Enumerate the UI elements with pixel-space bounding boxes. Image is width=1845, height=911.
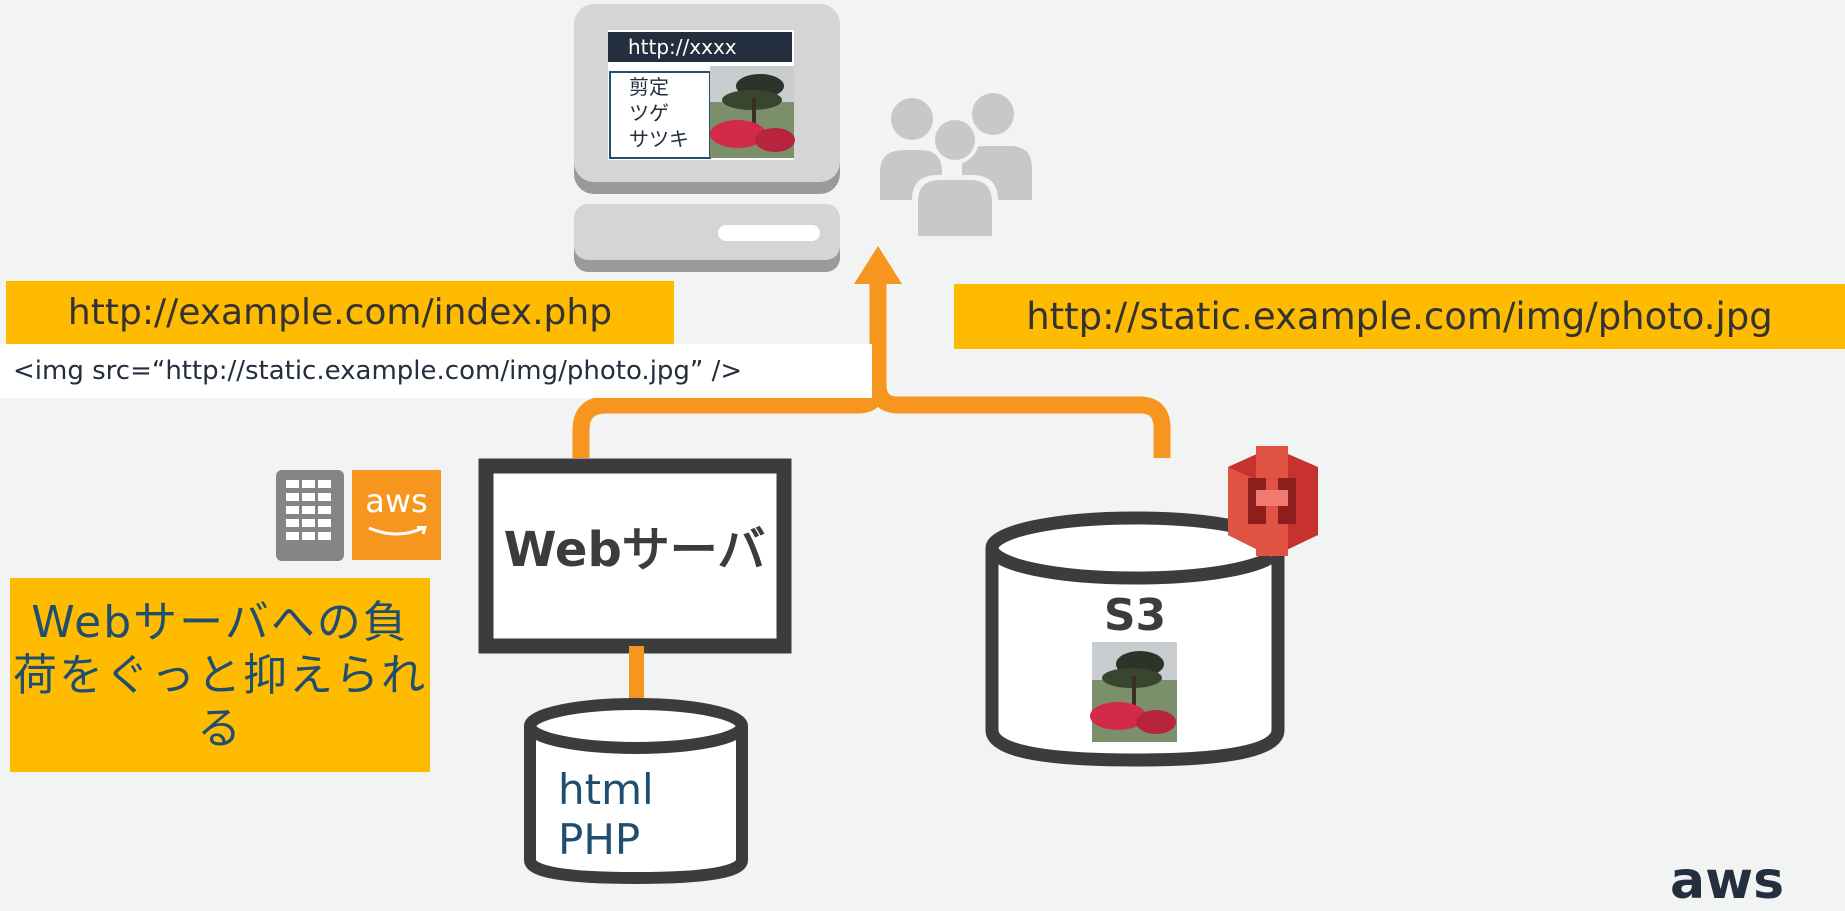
database-cylinder xyxy=(524,698,748,885)
arrow-from-s3 xyxy=(869,384,1171,458)
page-menu-box xyxy=(609,71,711,159)
web-server-box xyxy=(478,458,792,654)
index-url-label: http://example.com/index.php xyxy=(6,281,674,344)
database-line-html: html xyxy=(558,765,654,814)
benefit-note: Webサーバへの負荷をぐっと抑えられる xyxy=(10,578,430,772)
menu-item: サツキ xyxy=(629,127,689,151)
s3-photo-thumbnail xyxy=(1090,642,1177,742)
footer-aws-logo: aws xyxy=(1670,851,1785,911)
menu-item: 剪定 xyxy=(629,75,669,99)
page-menu: 剪定 ツゲ サツキ xyxy=(609,70,709,158)
menu-item: ツゲ xyxy=(629,101,669,125)
static-url-label: http://static.example.com/img/photo.jpg xyxy=(954,284,1845,349)
photo-thumbnail xyxy=(710,66,795,158)
aws-logo-text: aws xyxy=(365,482,428,520)
users-icon xyxy=(880,93,1032,240)
database-contents: html PHP xyxy=(558,765,654,865)
aws-logo-icon: aws xyxy=(352,470,441,560)
server-rack-icon xyxy=(276,470,344,561)
s3-bucket-icon xyxy=(1228,446,1318,557)
database-line-php: PHP xyxy=(558,815,641,864)
aws-smile-icon xyxy=(368,526,427,536)
html-img-snippet: <img src=“http://static.example.com/img/… xyxy=(0,344,872,398)
data-flow-arrows xyxy=(572,280,1171,458)
browser-address-bar: http://xxxx xyxy=(608,32,792,62)
web-server-label: Webサーバ xyxy=(503,522,766,578)
s3-label: S3 xyxy=(1103,590,1167,641)
arrow-head-up xyxy=(854,246,902,284)
webserver-db-connector xyxy=(629,646,644,714)
